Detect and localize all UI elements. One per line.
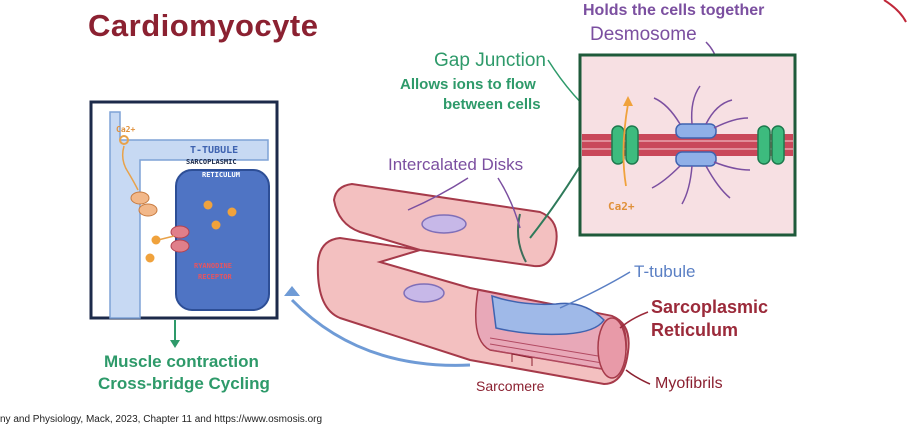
page-title: Cardiomyocyte (88, 8, 319, 43)
calcium-ion (151, 235, 161, 245)
nucleus (403, 283, 445, 303)
curved-blue-arrow (290, 298, 471, 367)
sarcomere-label: Sarcomere (476, 378, 545, 394)
filament (705, 99, 733, 125)
filament (681, 165, 693, 205)
allows-ions-label-1: Allows ions to flow (400, 76, 536, 93)
sarcoplasmic-label-1: Sarcoplasmic (651, 297, 769, 317)
ryanodine-receptor-shape (170, 225, 190, 239)
myofibril-line (489, 343, 621, 367)
calcium-ion (227, 207, 237, 217)
cross-bridge-label: Cross-bridge Cycling (98, 374, 270, 393)
left-inset: Ca2+ T-TUBULE SARCOPLASMIC RETICULUM RYA… (89, 100, 279, 320)
calcium-ion (145, 253, 155, 263)
fiber-cut-face (597, 317, 627, 379)
filament (690, 85, 701, 125)
calcium-ion (203, 200, 213, 210)
inset-sarco-label-2: RETICULUM (202, 171, 240, 179)
calcium-ion (211, 220, 221, 230)
ryanodine-receptor-shape (170, 239, 190, 253)
inset-ryanodine-label-1: RYANODINE (194, 262, 232, 270)
calcium-flow-arrow (622, 103, 629, 187)
sarcoplasmic-label-2: Reticulum (651, 320, 739, 340)
citation: ny and Physiology, Mack, 2023, Chapter 1… (0, 414, 323, 425)
calcium-ion (119, 135, 129, 145)
contraction-arrowhead (170, 340, 180, 348)
gap-junction-channel (771, 125, 785, 165)
gap-junction-channel (611, 125, 625, 165)
inset-sarco-label-1: SARCOPLASMIC (186, 158, 237, 166)
inset-t-tubule-label: T-TUBULE (190, 145, 238, 156)
curved-blue-arrowhead (284, 286, 300, 296)
gap-junction-channel (625, 125, 639, 165)
intercalated-leader (497, 177, 521, 229)
muscle-fibers (316, 182, 630, 386)
intercalated-disk (517, 213, 527, 263)
inset-ryanodine-label-2: RECEPTOR (198, 273, 233, 281)
desmosome-plaque (675, 151, 717, 167)
l-type-channel (138, 203, 158, 217)
corner-arc (883, 0, 907, 23)
sarcoplasmic-reticulum-shape (175, 169, 270, 311)
allows-ions-label-2: between cells (443, 96, 541, 113)
filament (713, 117, 749, 129)
sr-network (491, 294, 605, 336)
calcium-flow-arrowhead (623, 96, 633, 106)
nucleus (421, 214, 467, 234)
holds-cells-label: Holds the cells together (583, 2, 765, 19)
desmosome-label: Desmosome (590, 24, 697, 45)
l-type-channel (130, 191, 150, 205)
right-inset: Ca2+ (578, 53, 797, 237)
muscle-contraction-label: Muscle contraction (104, 352, 259, 371)
t-tubule-leader (559, 271, 631, 309)
myofibrils-leader (625, 369, 651, 385)
sarcomere-bracket (511, 353, 533, 366)
filament (653, 97, 681, 125)
desmosome-plaque (675, 123, 717, 139)
release-arrow (157, 235, 175, 241)
filament (713, 161, 751, 171)
inset-ca-label: Ca2+ (116, 125, 135, 134)
filament (705, 165, 731, 199)
t-tubule-shape (109, 111, 269, 319)
myofibril-line (491, 349, 619, 373)
t-tubule-label: T-tubule (634, 262, 696, 281)
sr-leader (619, 311, 649, 329)
intercalated-disks-label: Intercalated Disks (388, 155, 524, 174)
gap-junction-channel (757, 125, 771, 165)
myofibrils-label: Myofibrils (655, 375, 723, 392)
inset-right-ca-label: Ca2+ (608, 200, 635, 213)
intercalated-leader (407, 177, 469, 211)
filament (651, 165, 681, 189)
calcium-path (121, 145, 139, 191)
gap-junction-label: Gap Junction (434, 50, 546, 71)
